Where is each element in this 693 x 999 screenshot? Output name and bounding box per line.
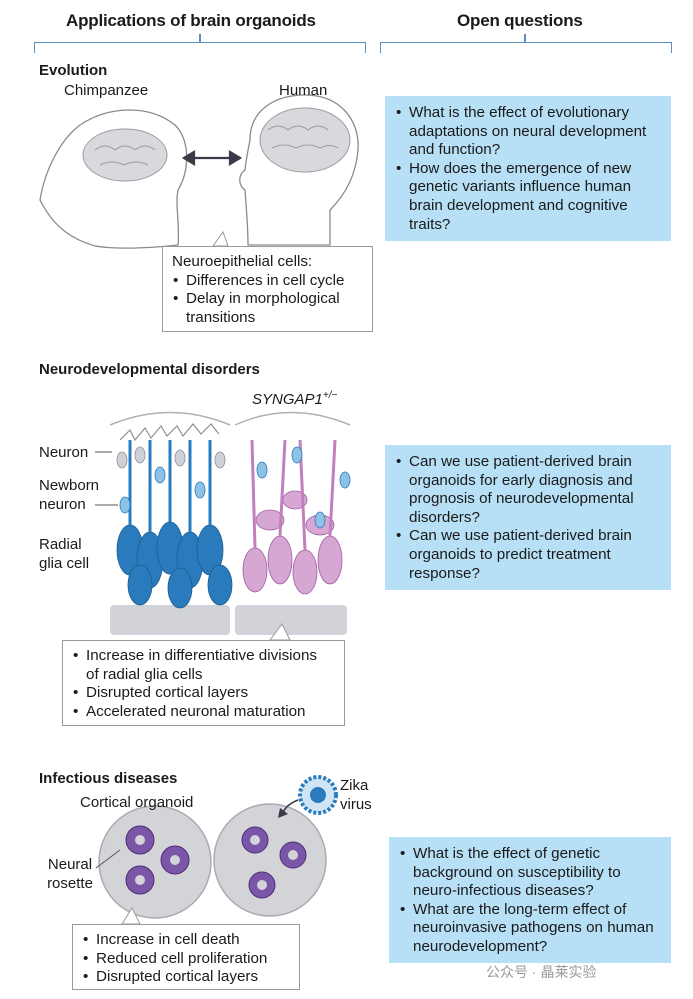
zika-virus-icon [298,775,338,815]
double-arrow-icon [181,150,243,166]
list-item: Reduced cell proliferation [83,950,290,969]
section-title-neurodevelopmental: Neurodevelopmental disorders [39,361,260,378]
list-item: Increase in cell death [83,931,290,950]
label-leader-lines [95,451,118,506]
chimpanzee-brain [82,128,168,182]
gene-name: SYNGAP1 [252,391,323,408]
right-column-title: Open questions [457,11,583,30]
left-bracket-tick [199,34,201,42]
cortical-organoid-left [98,805,212,919]
neurodev-questions-box: Can we use patient-derived brain organoi… [385,445,671,590]
chimpanzee-label: Chimpanzee [64,82,149,99]
neural-rosette-label: Neural rosette [47,856,93,892]
neuron-label: Neuron [39,444,89,461]
syngap1-label: SYNGAP1+/− [252,386,337,409]
neurodev-findings-box: Increase in differentiative divisions of… [62,640,345,726]
human-head-illustration [239,94,359,246]
left-column-title: Applications of brain organoids [66,11,316,30]
question-item: What are the long-term effect of neuroin… [400,901,661,957]
question-item: What is the effect of genetic background… [400,845,661,901]
question-item: Can we use patient-derived brain organoi… [396,453,661,527]
gene-superscript: +/− [322,390,338,401]
callout-pointer [212,230,229,247]
rosette-leader-line [95,849,121,869]
right-column-bracket [380,42,672,53]
list-item: Increase in differentiative divisions of… [73,647,326,684]
section-title-infectious: Infectious diseases [39,770,178,787]
list-item: Delay in morphological transitions [173,290,366,327]
evolution-questions-box: What is the effect of evolutionary adapt… [385,96,671,241]
human-brain [259,107,351,173]
list-item: Disrupted cortical layers [73,684,335,703]
syngap1-cortex-illustration [234,411,351,635]
right-bracket-tick [524,34,526,42]
question-item: Can we use patient-derived brain organoi… [396,527,661,583]
left-column-bracket [34,42,366,53]
radial-glia-label: Radial glia cell [39,536,90,572]
normal-cortex-illustration [109,411,233,635]
evolution-findings-box: Neuroepithelial cells: Differences in ce… [162,246,373,332]
newborn-neuron-label: Newborn neuron [39,477,100,513]
cortical-organoid-right [213,803,327,917]
zika-virus-label: Zika virus [340,777,372,813]
cortical-organoid-label: Cortical organoid [80,794,194,811]
infectious-findings-box: Increase in cell death Reduced cell prol… [72,924,300,990]
infectious-questions-box: What is the effect of genetic background… [389,837,671,963]
list-item: Accelerated neuronal maturation [73,703,335,722]
evolution-box-heading: Neuroepithelial cells: [172,253,313,270]
question-item: How does the emergence of new genetic va… [396,160,661,234]
list-item: Differences in cell cycle [173,272,363,291]
list-item: Disrupted cortical layers [83,968,290,987]
chimpanzee-head-illustration [39,109,188,249]
human-label: Human [279,82,328,99]
section-title-evolution: Evolution [39,62,108,79]
question-item: What is the effect of evolutionary adapt… [396,104,661,160]
watermark: 公众号 · 晶莱实验 [486,964,597,980]
